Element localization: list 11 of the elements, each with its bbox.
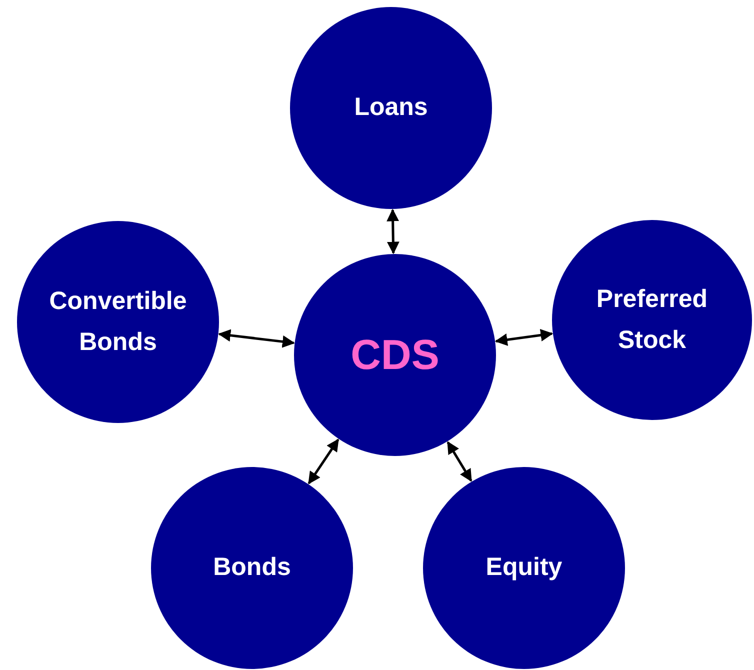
category-label: Loans <box>354 92 428 124</box>
double-arrow <box>386 208 400 254</box>
double-arrow <box>446 441 472 482</box>
category-label: Bonds <box>213 552 291 584</box>
double-arrow <box>494 328 554 346</box>
double-arrow <box>218 329 295 348</box>
category-label: Preferred Stock <box>595 284 709 356</box>
category-label: Equity <box>486 552 562 584</box>
double-arrow <box>308 438 340 484</box>
category-label: Convertible Bonds <box>48 286 188 358</box>
hub-label: CDS <box>350 330 440 380</box>
